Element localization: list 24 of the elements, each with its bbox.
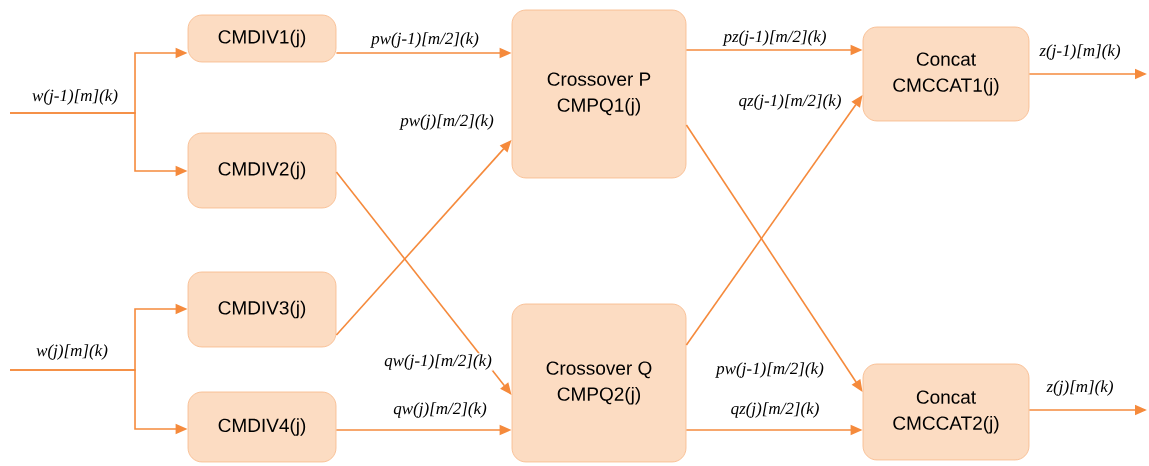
arrow (685, 95, 863, 346)
edge-label: w(j)[m](k) (35, 343, 109, 361)
edge-label: z(j)[m](k) (1045, 379, 1115, 397)
process-box: CMDIV4(j) (187, 391, 337, 463)
edge-label: w(j-1)[m](k) (31, 88, 119, 106)
process-box: CMDIV2(j) (187, 132, 337, 209)
edge-label: qz(j)[m/2](k) (729, 401, 821, 419)
edge-label: pw(j)[m/2](k) (399, 113, 495, 131)
arrow (685, 124, 863, 392)
edge-label: pz(j-1)[m/2](k) (722, 29, 828, 47)
edge-label: qw(j)[m/2](k) (392, 401, 488, 419)
process-box: CMDIV3(j) (187, 271, 337, 348)
process-box: Concat CMCCAT2(j) (862, 363, 1030, 461)
process-box: Concat CMCCAT1(j) (862, 26, 1030, 122)
process-box: Crossover Q CMPQ2(j) (511, 303, 687, 463)
process-box: Crossover P CMPQ1(j) (511, 9, 687, 179)
arrow (335, 171, 512, 395)
edge-label: qz(j-1)[m/2](k) (737, 93, 843, 111)
edge-label: pw(j-1)[m/2](k) (715, 361, 825, 379)
edge-label: pw(j-1)[m/2](k) (370, 31, 480, 49)
arrow (335, 140, 512, 336)
edge-label: z(j-1)[m](k) (1038, 43, 1122, 61)
edge-label: qw(j-1)[m/2](k) (383, 353, 493, 371)
process-box: CMDIV1(j) (187, 14, 337, 63)
